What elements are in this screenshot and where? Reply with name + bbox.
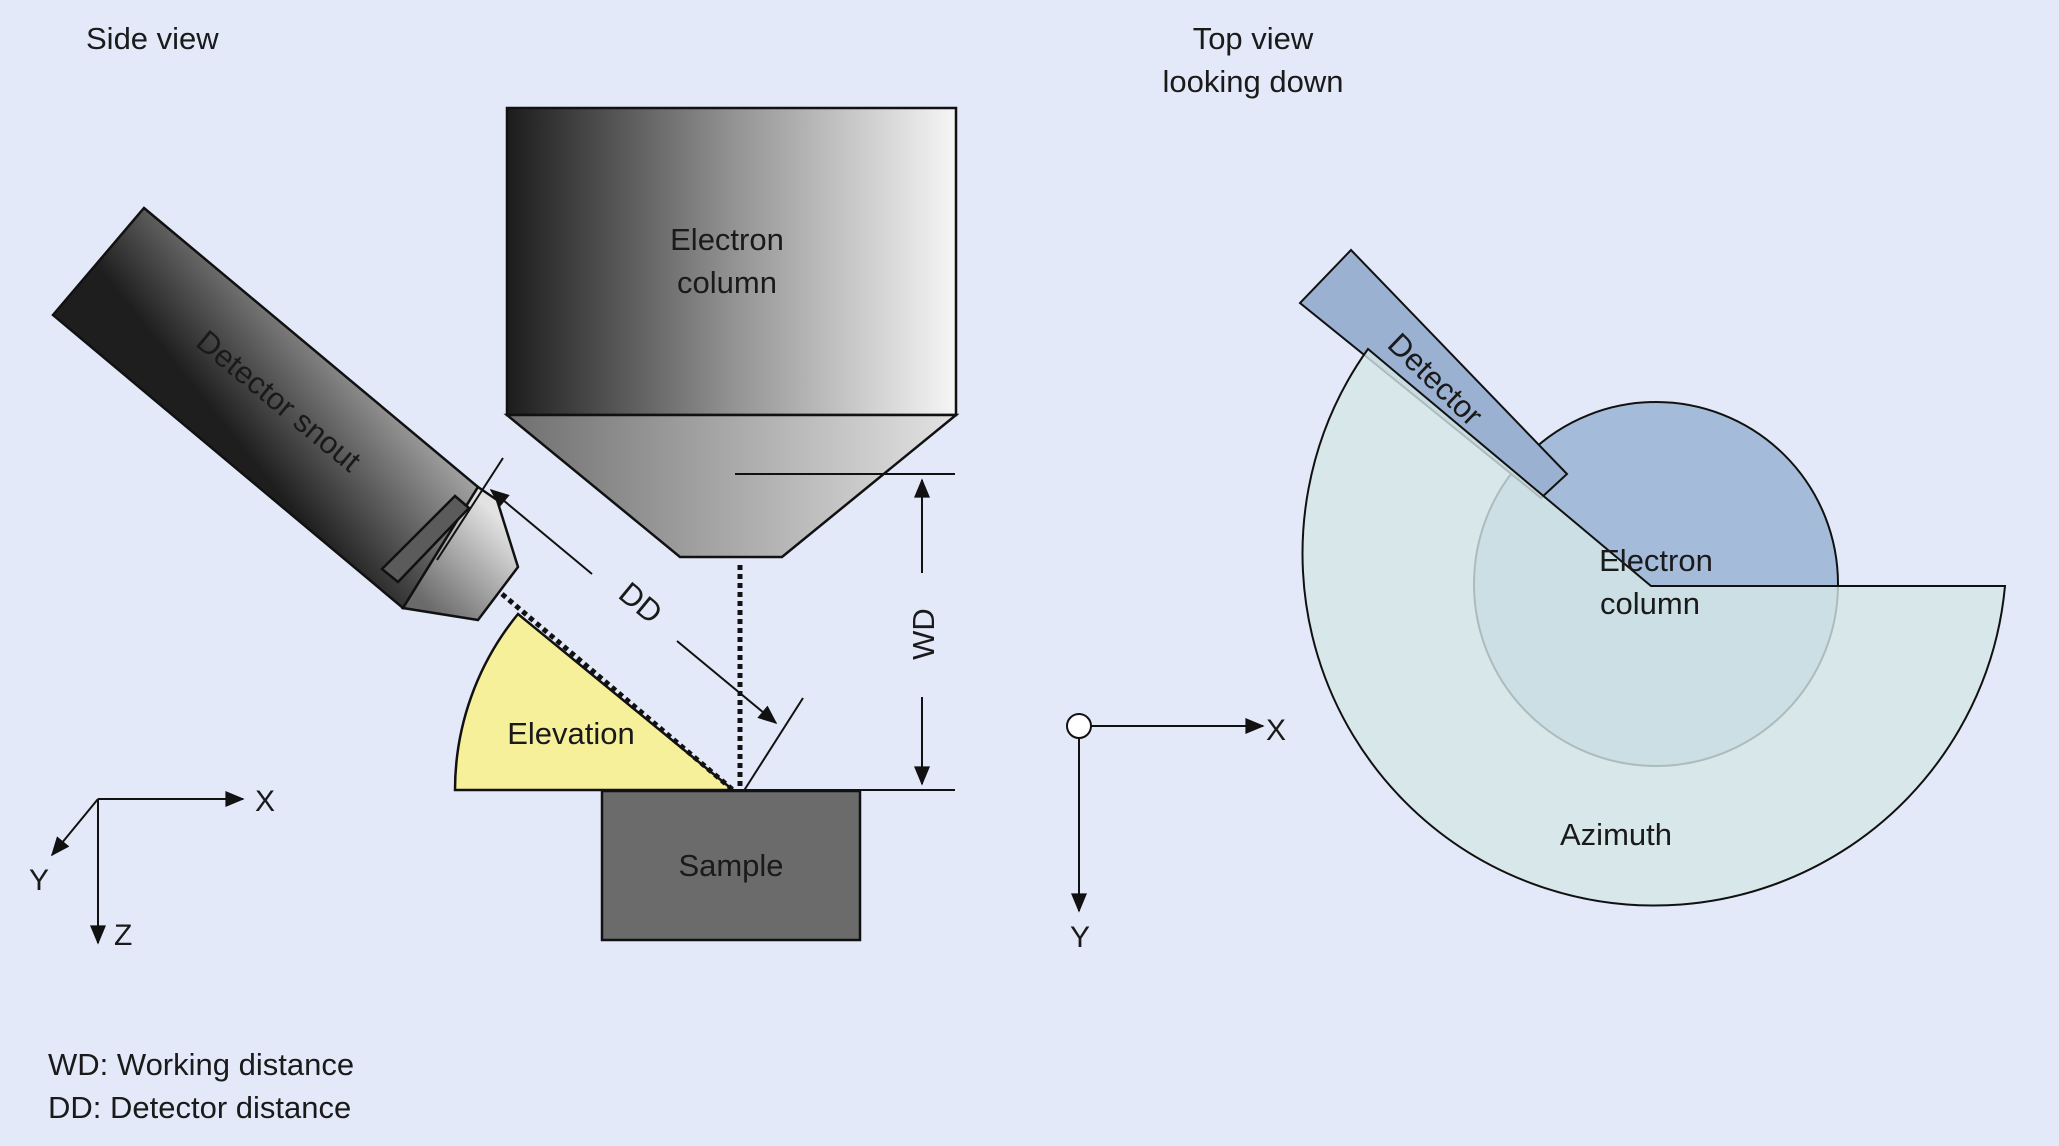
top-y-label: Y	[1070, 921, 1090, 954]
y-axis-arrow	[50, 798, 99, 857]
detector-crystal	[380, 494, 471, 584]
top-x-label: X	[1266, 714, 1286, 747]
top-view-title-line2: looking down	[1163, 64, 1344, 99]
side-view-axes	[50, 791, 245, 945]
dd-arrow-upper	[489, 488, 593, 575]
top-column-label-line1: Electron	[1599, 543, 1713, 578]
takeoff-path	[500, 592, 735, 792]
detector-snout	[51, 206, 520, 622]
dd-tick-top	[436, 457, 504, 561]
top-axis-origin	[1066, 713, 1092, 739]
dd-label: DD	[612, 575, 669, 630]
side-x-label: X	[255, 785, 275, 818]
side-y-label: Y	[29, 864, 49, 897]
elevation-wedge	[453, 612, 737, 792]
legend-wd: WD: Working distance	[48, 1047, 354, 1082]
top-view-axes	[1066, 713, 1265, 913]
dd-tick-bottom	[737, 697, 804, 801]
dd-arrow-lower	[676, 640, 778, 725]
sample-block	[600, 789, 862, 942]
top-column-label-line2: column	[1600, 586, 1700, 621]
azimuth-label: Azimuth	[1560, 817, 1672, 852]
top-view-title-line1: Top view	[1193, 21, 1314, 56]
column-label-line2: column	[677, 265, 777, 300]
column-label-line1: Electron	[670, 222, 784, 257]
side-z-label: Z	[114, 919, 132, 952]
elevation-label: Elevation	[507, 716, 635, 751]
electron-column	[503, 106, 960, 559]
side-view-title: Side view	[86, 21, 219, 56]
wd-label: WD	[906, 608, 941, 660]
azimuth-region	[1301, 347, 2007, 907]
legend-dd: DD: Detector distance	[48, 1090, 351, 1125]
sample-label: Sample	[678, 848, 783, 883]
